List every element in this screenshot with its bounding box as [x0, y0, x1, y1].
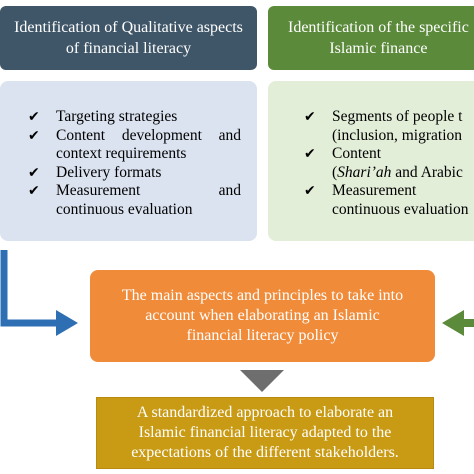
standardized-approach-box: A standardized approach to elaborate an … — [96, 397, 434, 469]
list-item: ✔ Targeting strategies — [28, 108, 241, 127]
list-item-line: Measurement and — [56, 182, 241, 201]
shariah-term: Shari’ah — [337, 163, 392, 181]
list-item-line: (inclusion, migration — [332, 126, 463, 144]
main-aspects-text: The main aspects and principles to take … — [121, 287, 404, 344]
qualitative-aspects-header: Identification of Qualitative aspects of… — [0, 6, 257, 70]
check-icon: ✔ — [304, 183, 316, 199]
list-item: ✔ Content development and context requir… — [28, 127, 241, 164]
list-item-word: and — [218, 126, 241, 144]
list-item-word: Content — [332, 145, 382, 162]
list-item-line: context requirements — [56, 145, 187, 162]
islamic-finance-list: ✔ Segments of people t (inclusion, migra… — [268, 81, 474, 241]
islamic-finance-header-text: Identification of the specific Islamic f… — [288, 17, 469, 59]
left-arrow-head — [56, 310, 78, 336]
list-item-line: Content devel — [332, 145, 474, 164]
list-item: ✔ Measurement and continuous evaluation — [28, 182, 241, 219]
list-item-line: (Shari’ah and Arabic — [332, 163, 463, 181]
list-item: ✔ Measurement continuous evaluation — [304, 182, 474, 219]
islamic-finance-header: Identification of the specific Islamic f… — [268, 6, 474, 70]
list-item-word: Measurement — [56, 182, 141, 199]
list-item: ✔ Delivery formats — [28, 164, 241, 183]
right-arrow-head — [442, 310, 464, 336]
main-aspects-box: The main aspects and principles to take … — [90, 270, 435, 362]
check-icon: ✔ — [304, 109, 316, 125]
list-item-line: continuous evaluation — [332, 200, 469, 218]
islamic-finance-header-line-2: Islamic finance — [329, 40, 428, 57]
list-item-line: Measurement — [332, 182, 417, 199]
check-icon: ✔ — [28, 164, 40, 181]
right-arrow-shaft — [462, 319, 474, 327]
list-item-word: Content — [56, 126, 106, 144]
check-icon: ✔ — [304, 146, 316, 162]
islamic-finance-header-line-1: Identification of the specific — [288, 19, 469, 36]
qualitative-aspects-list: ✔ Targeting strategies ✔ Content develop… — [0, 81, 257, 241]
list-item-line: Content development and — [56, 127, 241, 146]
list-item: ✔ Segments of people t (inclusion, migra… — [304, 108, 474, 145]
list-item-word: development — [121, 126, 202, 144]
list-item-line: continuous evaluation — [56, 200, 193, 218]
list-item-word: and Arabic — [391, 163, 463, 181]
check-icon: ✔ — [28, 127, 40, 144]
check-icon: ✔ — [28, 109, 40, 125]
qualitative-aspects-header-text: Identification of Qualitative aspects of… — [14, 19, 243, 57]
list-item-text: Targeting strategies — [56, 108, 178, 125]
list-item-text: Delivery formats — [56, 163, 162, 181]
standardized-approach-text: A standardized approach to elaborate an … — [131, 404, 399, 461]
list-item-word: and — [218, 182, 241, 199]
down-arrow — [240, 370, 284, 392]
left-elbow-arrow — [0, 250, 58, 327]
check-icon: ✔ — [28, 183, 40, 199]
list-item-line: Segments of people t — [332, 108, 463, 125]
list-item: ✔ Content devel (Shari’ah and Arabic — [304, 145, 474, 182]
